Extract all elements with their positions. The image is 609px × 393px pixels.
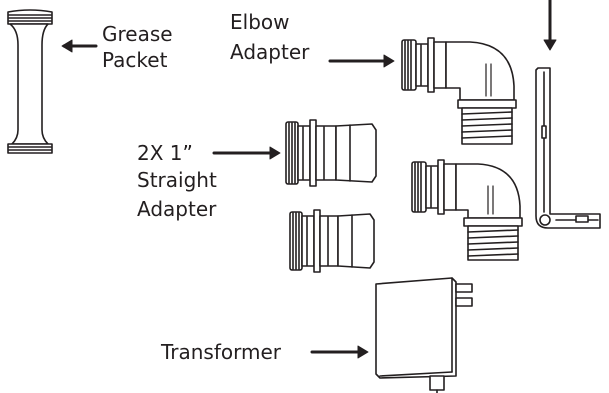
straight-adapter-label-line2: Straight — [137, 168, 217, 192]
elbow-adapter-top — [401, 37, 517, 145]
grease-packet-arrow — [61, 39, 98, 53]
transformer-label: Transformer — [161, 340, 282, 364]
transformer — [375, 277, 473, 393]
grease-packet-label-line2: Packet — [102, 48, 168, 72]
straight-adapter-bottom — [289, 209, 375, 273]
transformer-arrow — [310, 345, 369, 359]
hex-key-arrow — [543, 0, 557, 51]
hex-key-tool — [535, 67, 601, 229]
straight-adapter-top — [285, 119, 377, 187]
elbow-adapter-bottom — [411, 159, 523, 261]
elbow-adapter-label-line2: Adapter — [230, 40, 310, 64]
grease-packet-label-line1: Grease — [102, 22, 173, 46]
straight-adapter-label-line1: 2X 1” — [137, 141, 193, 165]
elbow-adapter-arrow — [328, 54, 395, 68]
straight-adapter-label-line3: Adapter — [137, 197, 217, 221]
straight-adapter-arrow — [212, 146, 281, 160]
elbow-adapter-label-line1: Elbow — [230, 10, 290, 34]
grease-packet — [7, 9, 53, 154]
